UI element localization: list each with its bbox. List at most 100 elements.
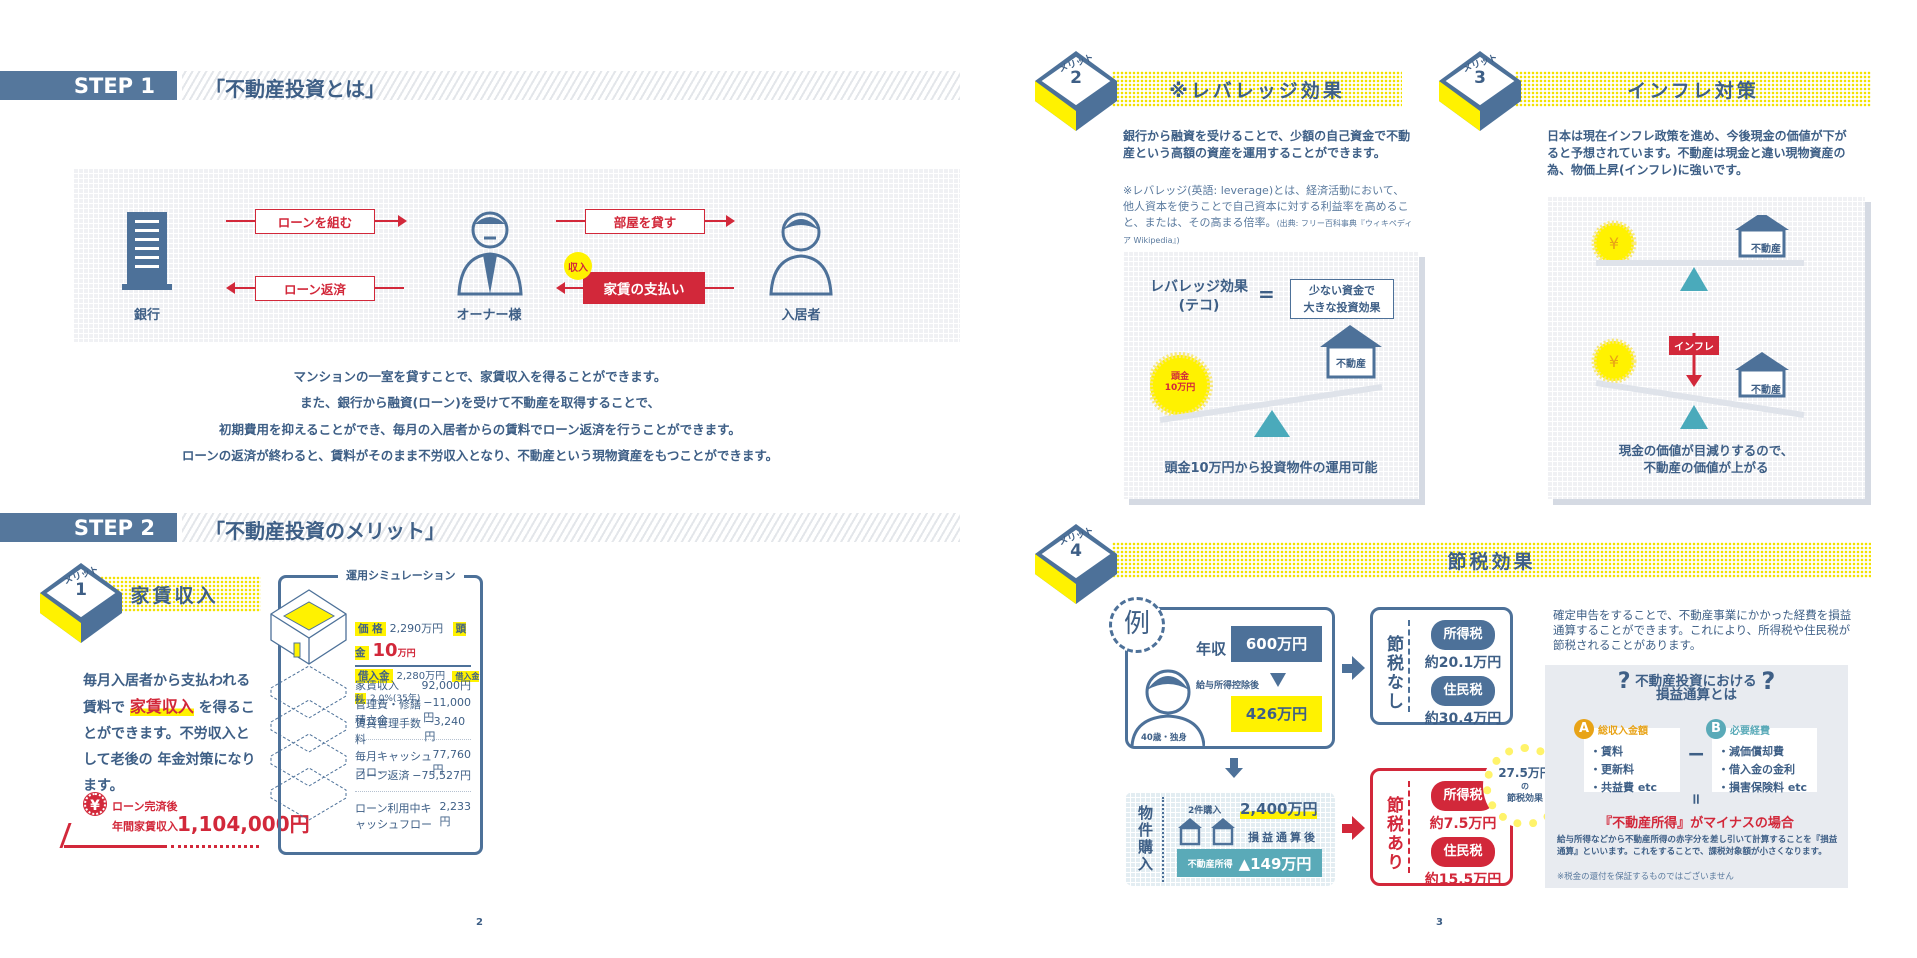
a-title: 総収入金額 <box>1598 726 1648 737</box>
income-badge: 収入 <box>564 252 592 280</box>
offset-box-title: ? 不動産投資における ?損益通算とは <box>1545 669 1848 705</box>
no-saving-values: 所得税 約20.1万円 住民税 約30.4万円 <box>1418 620 1508 732</box>
person-icon <box>1130 669 1205 746</box>
merit4-title: 節税効果 <box>1112 542 1871 578</box>
merit1-text-a: 毎月入居者から支払われる賃料で <box>83 673 251 716</box>
person-label: 40歳・独身 <box>1141 733 1187 743</box>
after-offset-label: 損益通算後 <box>1248 831 1318 844</box>
row-label: ローン利用中キャッシュフロー <box>355 802 432 831</box>
underline <box>64 845 167 848</box>
burst-amount: 27.5万円 <box>1498 765 1552 780</box>
income-value: 600万円 <box>1231 626 1322 662</box>
merit3-title: インフレ対策 <box>1515 71 1871 107</box>
step2-title: 「不動産投資のメリット」 <box>205 519 445 543</box>
fig-title-1: レバレッジ効果 <box>1150 279 1248 295</box>
resident-label: 入居者 <box>781 308 821 323</box>
down-value: 10 <box>372 640 398 661</box>
price-value: 2,290万円 <box>389 622 444 635</box>
simulation-row: 管理費・修繕積立金−11,000円 <box>355 696 471 727</box>
after-deduction-value: 426万円 <box>1231 696 1322 732</box>
a-box <box>1584 728 1680 792</box>
box-title-1: 不動産投資における <box>1635 673 1757 690</box>
divider <box>1162 797 1164 882</box>
leverage-note: ※レバレッジ(英語: leverage)とは、経済活動において、他人資本を使うこ… <box>1123 184 1409 229</box>
yen-coin-icon: ¥ <box>83 792 107 816</box>
a-item: ・更新料 <box>1590 763 1634 776</box>
merit3-text: 日本は現在インフレ政策を進め、今後現金の価値が下がると予想されています。不動産は… <box>1547 129 1847 177</box>
row-value: −3,240円 <box>424 715 466 743</box>
row-label: 家賃収入 <box>355 679 399 692</box>
yes-resident-tax: 約15.5万円 <box>1424 872 1502 888</box>
owner-label: オーナー様 <box>456 308 522 323</box>
step2-stripe <box>182 513 960 542</box>
merit1-text-b: を得ることができます。不労収入として老後の <box>83 700 255 768</box>
merit1-number: 1 <box>75 580 87 600</box>
fig-box-1: 少ない資金で <box>1309 284 1375 297</box>
step1-label: STEP 1 <box>0 71 177 100</box>
merit2-text: 銀行から融資を受けることで、少額の自己資金で不動産という高額の資産を運用すること… <box>1123 129 1411 160</box>
leverage-source: (出典: フリー百科事典『ウィキペディア Wikipedia』) <box>1123 219 1413 245</box>
disclaimer: ※税金の還付を保証するものではございません <box>1557 872 1734 882</box>
leverage-fig-title: レバレッジ効果 (テコ) <box>1150 278 1248 316</box>
b-item: ・借入金の金利 <box>1718 763 1795 776</box>
rent-room-label: 部屋を貸す <box>585 209 705 234</box>
fig-title-2: (テコ) <box>1178 298 1220 314</box>
no-resident-tax: 約30.4万円 <box>1424 711 1502 727</box>
owner-person-icon <box>457 211 523 296</box>
result-text: 給与所得などから不動産所得の赤字分を差し引いて計算することを『損益通算』といいま… <box>1557 835 1838 857</box>
resident-tax-pill: 住民税 <box>1431 676 1495 706</box>
rate-value: 2.0%(35年) <box>370 694 421 704</box>
row-value: 2,233円 <box>439 800 472 828</box>
bank-building-icon <box>122 212 172 290</box>
right-arrow-red-icon <box>1342 824 1352 833</box>
right-arrow-icon <box>1342 664 1352 673</box>
down-triangle-icon <box>1270 673 1286 687</box>
merit2-number: 2 <box>1070 68 1082 88</box>
house-label-top: 不動産 <box>1751 244 1781 255</box>
merit1-text-c: 年金対策になります。 <box>83 752 256 794</box>
building-floors-illustration <box>270 589 347 821</box>
fig-box-2: 大きな投資効果 <box>1303 301 1381 314</box>
re-income-label: 不動産所得 <box>1187 859 1233 870</box>
b-item: ・損害保険料 etc <box>1718 781 1808 794</box>
inflation-illustration: ¥ ¥ <box>1591 215 1805 429</box>
row-value: 77,760円 <box>432 748 472 776</box>
no-saving-label: 節税なし <box>1383 635 1403 711</box>
intro-line-2: また、銀行から融資(ローン)を受けて不動産を取得することで、 <box>300 395 660 410</box>
merit2-cube <box>1033 45 1119 131</box>
coin-label-1: 頭金 <box>1170 372 1189 382</box>
result-heading: 『不動産所得』がマイナスの場合 <box>1599 816 1794 831</box>
merit4-cube <box>1033 518 1119 604</box>
example-label: 例 <box>1109 597 1165 653</box>
svg-text:¥: ¥ <box>1609 352 1619 371</box>
box-title-2: 損益通算とは <box>1656 686 1737 703</box>
page-number-left: 2 <box>476 917 483 928</box>
simulation-row: 賃貸管理手数料−3,240円 <box>355 715 471 746</box>
bank-label: 銀行 <box>133 308 161 323</box>
price-label: 価 格 <box>355 622 386 636</box>
row-value: −11,000円 <box>423 696 471 724</box>
equal-sign: = <box>1687 792 1706 806</box>
purchase-price: 2,400万円 <box>1240 798 1318 819</box>
merit2-note: ※レバレッジ(英語: leverage)とは、経済活動において、他人資本を使うこ… <box>1123 183 1413 249</box>
step1-stripe <box>182 71 960 100</box>
arrow-left-icon <box>226 282 235 294</box>
b-badge: B <box>1706 719 1726 739</box>
row-label: ローン返済 <box>355 769 410 782</box>
simulation-title: 運用シミュレーション <box>338 567 464 583</box>
flow-diagram <box>73 168 960 342</box>
arrow-right-icon <box>726 215 735 227</box>
merit1-cube <box>38 557 124 643</box>
coin-label-2: 10万円 <box>1164 383 1196 393</box>
step1-title: 「不動産投資とは」 <box>205 77 385 101</box>
intro-line-3: 初期費用を抑えることができ、毎月の入居者からの賃料でローン返済を行うことができま… <box>219 422 741 437</box>
resident-tax-pill: 住民税 <box>1431 837 1495 867</box>
resident-person-icon <box>769 212 833 296</box>
re-income-box: 不動産所得▲149万円 <box>1177 849 1322 877</box>
b-items: ・減価償却費・借入金の金利・損害保険料 etc <box>1718 743 1807 797</box>
loan-repay-label: ローン返済 <box>255 276 375 301</box>
